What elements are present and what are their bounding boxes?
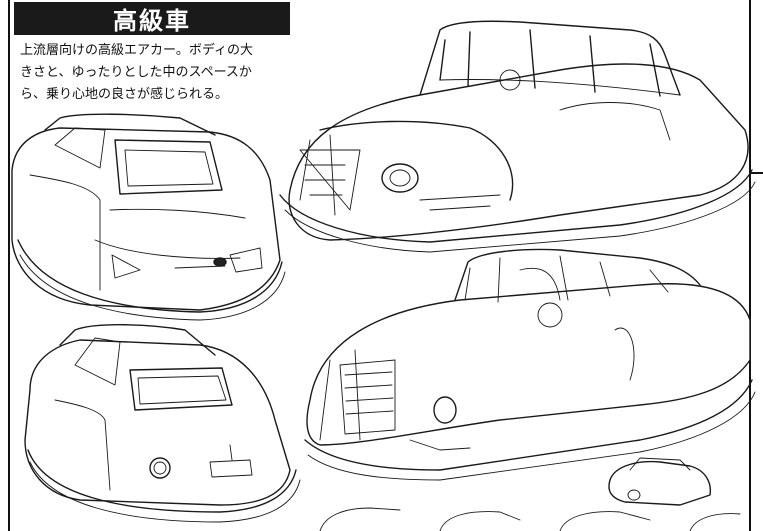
car-illustration-front-top: [279, 20, 756, 253]
caption-line: きさと、ゆったりとした中のスペースか: [20, 65, 252, 80]
caption-line: 上流層向けの高級エアカー。ボディの大: [20, 43, 253, 58]
car-illustration-rear-left: [11, 113, 286, 321]
page-frame: [8, 0, 751, 531]
car-illustration-small-sketches: [319, 457, 741, 531]
title-banner: 高級車: [14, 2, 290, 35]
car-illustration-rear-low: [24, 324, 301, 523]
panel-divider: [751, 172, 763, 174]
caption-line: ら、乗り心地の良さが感じられる。: [20, 87, 229, 102]
car-illustration-front-right: [304, 248, 756, 481]
description-caption: 上流層向けの高級エアカー。ボディの大 きさと、ゆったりとした中のスペースか ら、…: [20, 40, 282, 106]
page-title: 高級車: [113, 7, 191, 35]
